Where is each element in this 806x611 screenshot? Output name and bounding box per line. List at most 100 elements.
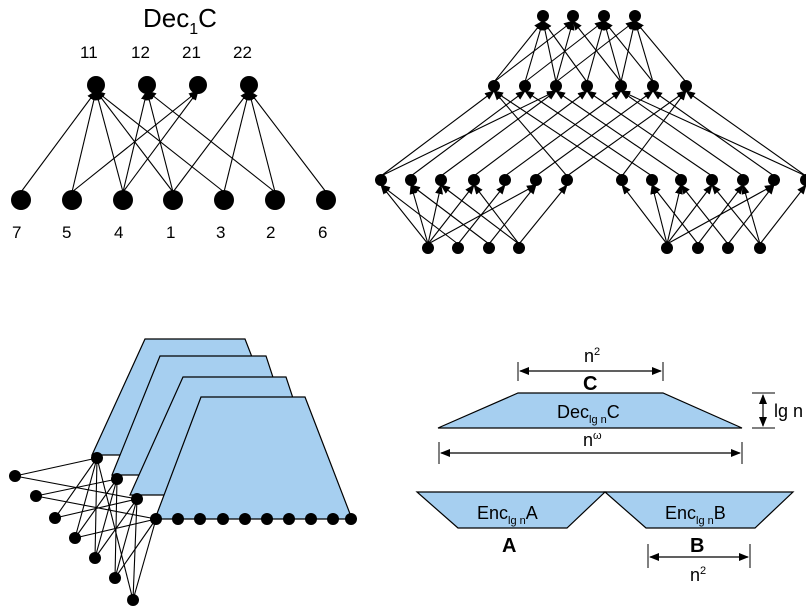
- tr-node-l0: [598, 10, 610, 22]
- tr-node-l0: [629, 10, 641, 22]
- panel-tl-edges: [20, 90, 327, 193]
- tr-edge-l1: [586, 20, 606, 83]
- bl-hub-node: [111, 473, 123, 485]
- a-label: A: [502, 535, 516, 557]
- tl-edge: [248, 90, 327, 193]
- tr-edge-l1: [542, 20, 588, 83]
- tl-bottom-label: 3: [216, 223, 225, 242]
- bl-edge: [94, 478, 118, 559]
- panel-bl-nodes: [9, 452, 357, 606]
- bl-base-node: [305, 513, 317, 525]
- tr-edge-l3: [680, 184, 729, 245]
- bl-base-node: [261, 513, 273, 525]
- tr-node-l2: [706, 174, 718, 186]
- bl-edge: [96, 457, 134, 601]
- tl-bottom-label: 2: [266, 223, 275, 242]
- bl-leaf-node: [49, 512, 61, 524]
- tr-edge-l2: [535, 90, 654, 177]
- tr-node-l2: [561, 174, 573, 186]
- c-label: C: [583, 373, 597, 395]
- tr-edge-l3: [380, 184, 429, 245]
- panel-bottom-right: n2 C Declg nC lg n nω Enclg nA A Enclg n…: [415, 346, 803, 585]
- tr-edge-l3: [666, 184, 713, 245]
- bl-edge: [74, 457, 98, 539]
- tr-edge-l3: [711, 184, 761, 245]
- bl-base-node: [327, 513, 339, 525]
- tl-bottom-node: [265, 190, 285, 210]
- panel-bl-edges: [14, 457, 157, 601]
- tr-node-l1: [519, 80, 531, 92]
- tr-edge-l2: [685, 90, 806, 177]
- tl-bottom-node: [11, 190, 31, 210]
- tr-edge-l2: [586, 90, 713, 177]
- tl-bottom-label: 4: [114, 223, 123, 242]
- tr-edge-l3: [473, 184, 520, 245]
- bl-edge: [132, 518, 157, 601]
- tr-edge-l2: [493, 90, 568, 177]
- tr-edge-l2: [440, 90, 557, 177]
- tl-bottom-node: [163, 190, 183, 210]
- tr-edge-l2: [621, 90, 687, 177]
- tl-top-node: [189, 76, 207, 94]
- tr-edge-l2: [380, 90, 495, 177]
- bl-leaf-node: [69, 532, 81, 544]
- bl-base-node: [194, 513, 206, 525]
- enc-a-trapezoid: [415, 491, 607, 529]
- tr-edge-l3: [427, 184, 443, 245]
- tr-edge-l3: [410, 184, 490, 245]
- tl-top-node: [138, 76, 156, 94]
- tr-node-l3: [422, 242, 434, 254]
- bl-hub-node: [150, 513, 162, 525]
- tl-bottom-node: [316, 190, 336, 210]
- tr-node-l3: [513, 242, 525, 254]
- tr-edge-l3: [650, 184, 668, 245]
- tr-node-l2: [375, 174, 387, 186]
- tr-edge-l2: [555, 90, 682, 177]
- tr-edge-l3: [741, 184, 761, 245]
- tr-edge-l3: [380, 184, 459, 245]
- tl-top-node: [240, 76, 258, 94]
- bl-edge: [114, 478, 118, 579]
- tr-edge-l3: [666, 184, 683, 245]
- panel-top-right: [375, 10, 806, 254]
- tr-node-l2: [530, 174, 542, 186]
- tl-edge: [122, 90, 199, 193]
- tl-edge: [71, 90, 98, 193]
- enc-a-label: Enclg nA: [477, 503, 538, 527]
- tr-node-l1: [615, 80, 627, 92]
- bl-hub-node: [91, 452, 103, 464]
- bl-leaf-node: [109, 572, 121, 584]
- bl-base-node: [239, 513, 251, 525]
- bl-base-node: [283, 513, 295, 525]
- tl-edge: [223, 90, 251, 193]
- tr-edge-l3: [488, 184, 537, 245]
- tr-edge-l1: [602, 20, 622, 83]
- tr-node-l3: [661, 242, 673, 254]
- tr-edge-l1: [634, 20, 687, 83]
- tr-edge-l1: [633, 20, 654, 83]
- tl-top-node: [87, 76, 105, 94]
- panel-bottom-left: [9, 338, 357, 606]
- height-label: lg n: [774, 401, 803, 421]
- tl-bottom-node: [62, 190, 82, 210]
- tr-edge-l2: [504, 90, 622, 177]
- bl-edge: [114, 498, 138, 579]
- tl-top-label: 22: [233, 43, 252, 62]
- b-label: B: [690, 535, 704, 557]
- tl-top-label: 21: [182, 43, 201, 62]
- b-width-label: n2: [690, 565, 706, 585]
- panel-tr-edges: [380, 20, 806, 245]
- tr-node-l1: [581, 80, 593, 92]
- dec-label: Declg nC: [557, 402, 620, 426]
- tr-node-l2: [499, 174, 511, 186]
- tl-edge: [172, 90, 250, 193]
- tr-edge-l1: [572, 20, 622, 83]
- tl-bottom-node: [214, 190, 234, 210]
- tr-node-l1: [680, 80, 692, 92]
- tr-edge-l3: [518, 184, 568, 245]
- bl-edge: [94, 457, 98, 559]
- c-width-label: n2: [584, 346, 600, 366]
- tl-edge: [94, 90, 124, 193]
